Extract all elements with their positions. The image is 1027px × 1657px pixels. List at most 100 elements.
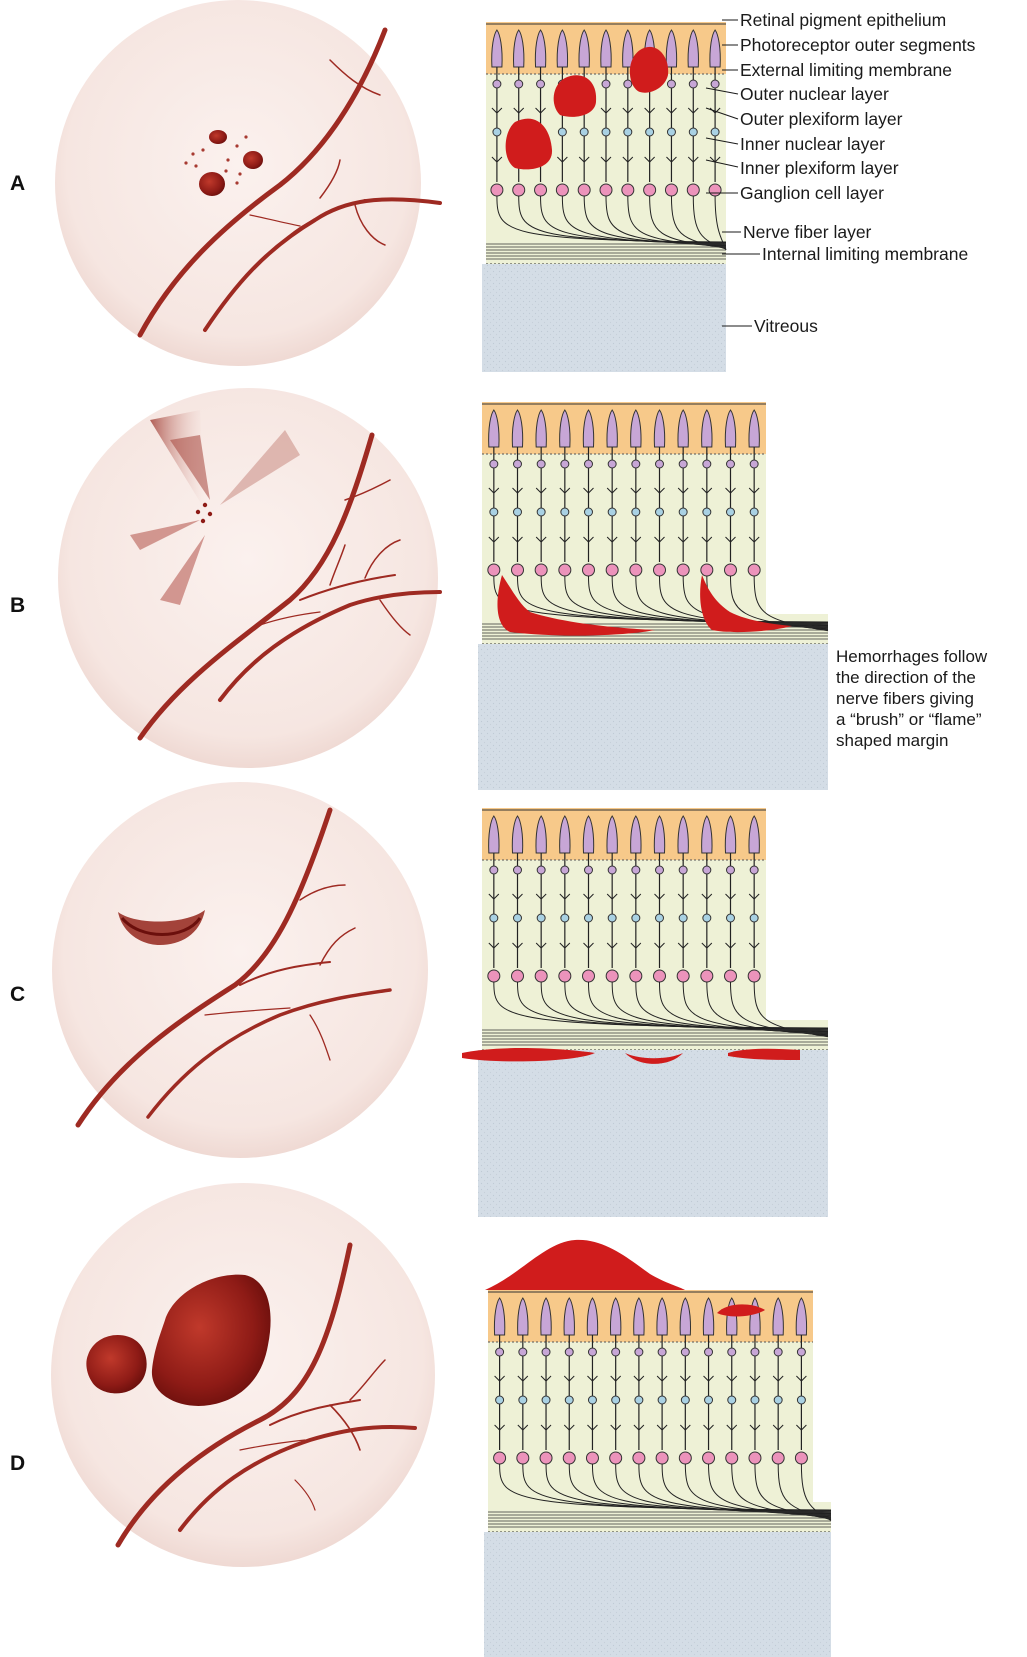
outer-nuclear-cell bbox=[656, 866, 664, 874]
rpe-band bbox=[488, 1290, 813, 1342]
outer-nuclear-cell bbox=[602, 80, 610, 88]
inner-nuclear-cell bbox=[632, 914, 640, 922]
inner-nuclear-cell bbox=[774, 1396, 782, 1404]
ganglion-cell bbox=[656, 1452, 668, 1464]
ganglion-cell bbox=[600, 184, 612, 196]
annotation-line: shaped margin bbox=[836, 730, 987, 751]
inner-nuclear-cell bbox=[624, 128, 632, 136]
outer-nuclear-cell bbox=[565, 1348, 573, 1356]
inner-nuclear-cell bbox=[514, 508, 522, 516]
panel-label-b: B bbox=[10, 594, 25, 618]
ganglion-cell bbox=[748, 970, 760, 982]
ganglion-cell bbox=[622, 184, 634, 196]
inner-nuclear-cell bbox=[490, 508, 498, 516]
ganglion-cell bbox=[583, 564, 595, 576]
ganglion-cell bbox=[726, 1452, 738, 1464]
outer-nuclear-cell bbox=[727, 460, 735, 468]
ganglion-cell bbox=[748, 564, 760, 576]
ganglion-cell bbox=[494, 1452, 506, 1464]
outer-nuclear-cell bbox=[490, 460, 498, 468]
outer-nuclear-cell bbox=[493, 80, 501, 88]
ganglion-cell bbox=[630, 564, 642, 576]
inner-nuclear-cell bbox=[703, 508, 711, 516]
inner-nuclear-cell bbox=[656, 914, 664, 922]
outer-nuclear-cell bbox=[774, 1348, 782, 1356]
outer-nuclear-cell bbox=[689, 80, 697, 88]
inner-nuclear-cell bbox=[608, 914, 616, 922]
inner-nuclear-cell bbox=[728, 1396, 736, 1404]
outer-nuclear-cell bbox=[515, 80, 523, 88]
ganglion-cell bbox=[556, 184, 568, 196]
inner-nuclear-cell bbox=[667, 128, 675, 136]
retina-cross-section-a bbox=[482, 22, 726, 372]
outer-nuclear-cell bbox=[728, 1348, 736, 1356]
ganglion-cell bbox=[749, 1452, 761, 1464]
inner-nuclear-cell bbox=[558, 128, 566, 136]
outer-nuclear-cell bbox=[797, 1348, 805, 1356]
inner-nuclear-cell bbox=[537, 914, 545, 922]
ganglion-cell bbox=[488, 564, 500, 576]
inner-nuclear-cell bbox=[727, 508, 735, 516]
inner-nuclear-cell bbox=[585, 508, 593, 516]
fundus-panel-c bbox=[52, 782, 428, 1158]
inner-nuclear-cell bbox=[711, 128, 719, 136]
vitreous bbox=[484, 1532, 831, 1657]
inner-nuclear-cell bbox=[496, 1396, 504, 1404]
annotation-flame-hemorrhage: Hemorrhages follow the direction of the … bbox=[836, 646, 987, 751]
outer-nuclear-cell bbox=[751, 1348, 759, 1356]
outer-nuclear-cell bbox=[542, 1348, 550, 1356]
label-internal-limiting-membrane: Internal limiting membrane bbox=[762, 244, 968, 264]
outer-nuclear-cell bbox=[490, 866, 498, 874]
fundus-panel-a bbox=[55, 0, 440, 366]
ganglion-cell bbox=[725, 970, 737, 982]
outer-nuclear-cell bbox=[608, 460, 616, 468]
ganglion-cell bbox=[701, 564, 713, 576]
inner-nuclear-cell bbox=[588, 1396, 596, 1404]
ganglion-cell bbox=[559, 970, 571, 982]
ganglion-cell bbox=[578, 184, 590, 196]
inner-nuclear-cell bbox=[646, 128, 654, 136]
label-inner-plexiform-layer: Inner plexiform layer bbox=[740, 158, 899, 178]
outer-nuclear-cell bbox=[496, 1348, 504, 1356]
inner-nuclear-cell bbox=[561, 914, 569, 922]
inner-nuclear-cell bbox=[750, 914, 758, 922]
ganglion-cell bbox=[606, 970, 618, 982]
inner-nuclear-cell bbox=[705, 1396, 713, 1404]
inner-nuclear-cell bbox=[679, 914, 687, 922]
outer-nuclear-cell bbox=[585, 460, 593, 468]
ganglion-cell bbox=[679, 1452, 691, 1464]
ganglion-cell bbox=[772, 1452, 784, 1464]
ganglion-cell bbox=[677, 970, 689, 982]
fundus-panel-d bbox=[51, 1183, 435, 1567]
outer-nuclear-cell bbox=[585, 866, 593, 874]
inner-nuclear-cell bbox=[565, 1396, 573, 1404]
outer-nuclear-cell bbox=[727, 866, 735, 874]
outer-nuclear-cell bbox=[681, 1348, 689, 1356]
rpe-band bbox=[482, 402, 766, 454]
inner-nuclear-cell bbox=[703, 914, 711, 922]
inner-nuclear-cell bbox=[751, 1396, 759, 1404]
outer-nuclear-cell bbox=[514, 866, 522, 874]
outer-nuclear-cell bbox=[612, 1348, 620, 1356]
ganglion-cell bbox=[795, 1452, 807, 1464]
ganglion-cell bbox=[687, 184, 699, 196]
inner-nuclear-cell bbox=[689, 128, 697, 136]
outer-nuclear-cell bbox=[703, 460, 711, 468]
retina-cross-section-d bbox=[484, 1290, 831, 1657]
ganglion-cell bbox=[703, 1452, 715, 1464]
annotation-line: Hemorrhages follow bbox=[836, 646, 987, 667]
vitreous bbox=[478, 1050, 828, 1217]
outer-nuclear-cell bbox=[561, 866, 569, 874]
label-external-limiting-membrane: External limiting membrane bbox=[740, 60, 952, 80]
inner-nuclear-cell bbox=[656, 508, 664, 516]
inner-nuclear-cell bbox=[608, 508, 616, 516]
ganglion-cell bbox=[535, 970, 547, 982]
outer-nuclear-cell bbox=[656, 460, 664, 468]
ganglion-cell bbox=[512, 564, 524, 576]
ganglion-cell bbox=[540, 1452, 552, 1464]
label-vitreous: Vitreous bbox=[754, 316, 818, 336]
ganglion-cell bbox=[563, 1452, 575, 1464]
ganglion-cell bbox=[535, 184, 547, 196]
panel-label-c: C bbox=[10, 983, 25, 1007]
outer-nuclear-cell bbox=[624, 80, 632, 88]
